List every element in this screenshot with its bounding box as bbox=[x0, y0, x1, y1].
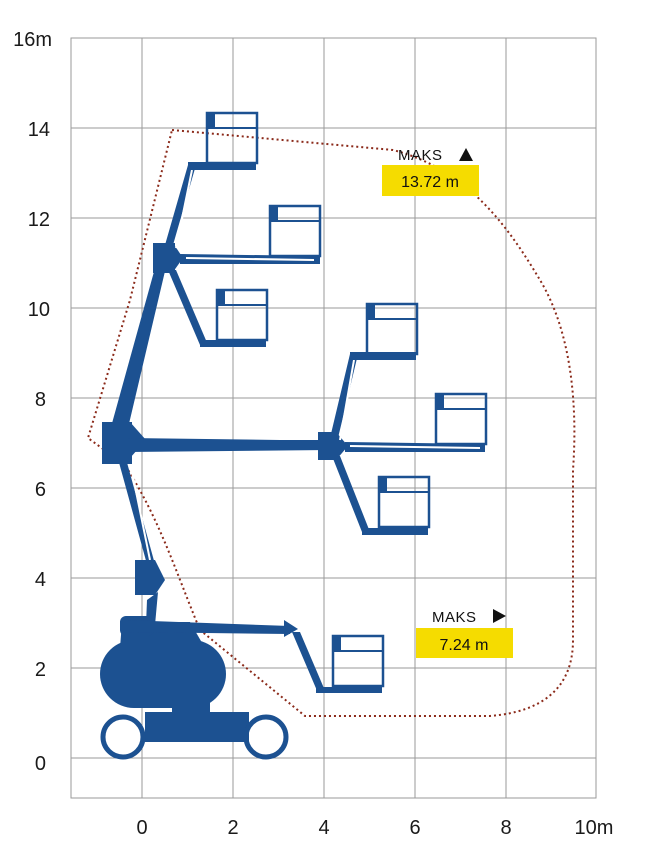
x-tick-label: 4 bbox=[318, 817, 329, 839]
platform-baskets bbox=[205, 111, 488, 688]
y-axis-ticks: 16m 14 12 10 8 6 4 2 0 bbox=[13, 29, 52, 775]
machine-positions bbox=[100, 111, 488, 760]
max-outreach-label: MAKS bbox=[432, 609, 477, 626]
x-tick-label: 0 bbox=[136, 817, 147, 839]
y-tick-label: 6 bbox=[35, 479, 46, 501]
triangle-up-icon bbox=[459, 148, 473, 161]
y-tick-label: 12 bbox=[28, 209, 50, 231]
x-tick-label: 6 bbox=[409, 817, 420, 839]
y-tick-label: 2 bbox=[35, 659, 46, 681]
x-axis-ticks: 0 2 4 6 8 10m bbox=[136, 817, 613, 839]
main-boom-upper bbox=[102, 162, 320, 464]
lower-boom bbox=[115, 448, 165, 625]
max-height-value: 13.72 m bbox=[401, 174, 459, 191]
x-tick-label: 10m bbox=[575, 817, 614, 839]
x-tick-label: 8 bbox=[500, 817, 511, 839]
y-tick-label: 8 bbox=[35, 389, 46, 411]
max-outreach-value: 7.24 m bbox=[440, 637, 489, 654]
max-height-annotation: MAKS 13.72 m bbox=[382, 147, 479, 196]
y-tick-label: 10 bbox=[28, 299, 50, 321]
triangle-right-icon bbox=[493, 609, 506, 623]
working-envelope bbox=[86, 128, 576, 717]
chassis bbox=[100, 616, 289, 760]
max-outreach-badge bbox=[416, 628, 513, 658]
y-tick-label: 16m bbox=[13, 29, 52, 51]
y-tick-label: 14 bbox=[28, 119, 50, 141]
max-height-label: MAKS bbox=[398, 147, 443, 164]
max-height-badge bbox=[382, 165, 479, 196]
main-boom-horizontal bbox=[128, 352, 485, 535]
y-tick-label: 4 bbox=[35, 569, 46, 591]
y-tick-label: 0 bbox=[35, 753, 46, 775]
jib-low bbox=[125, 620, 382, 693]
max-outreach-annotation: MAKS 7.24 m bbox=[416, 609, 513, 658]
x-tick-label: 2 bbox=[227, 817, 238, 839]
